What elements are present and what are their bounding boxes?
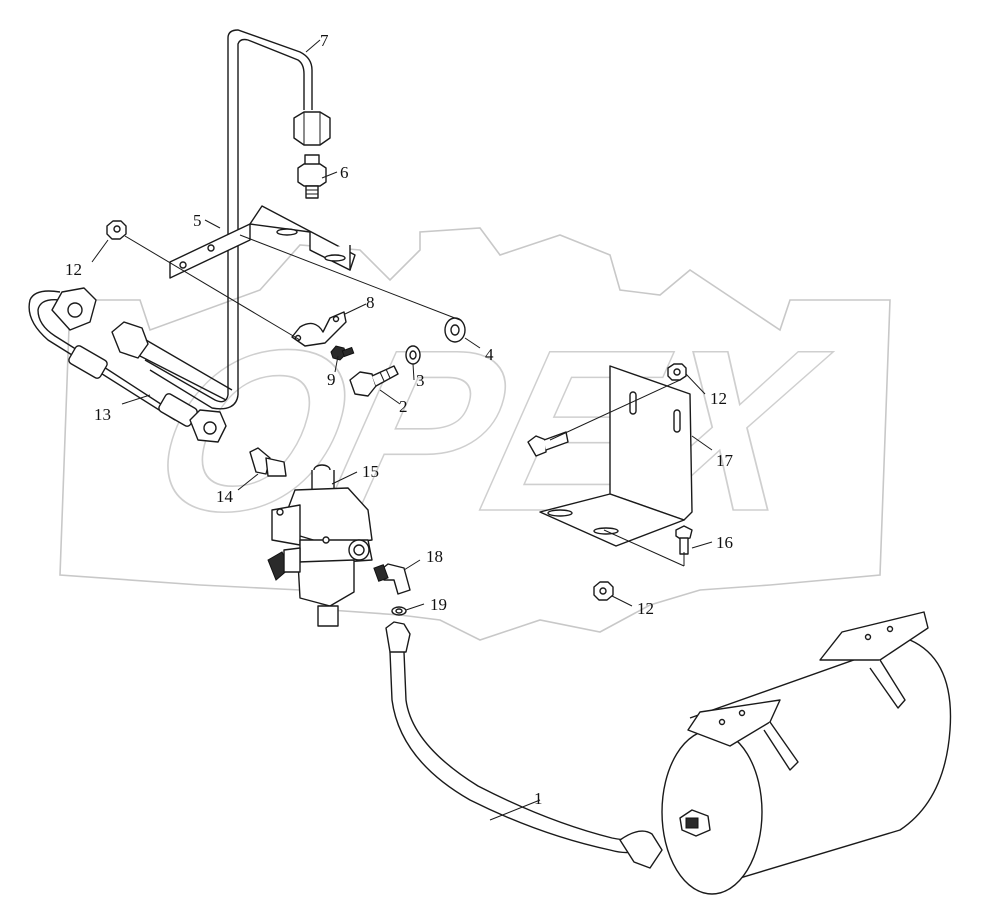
callout-9: 9 <box>327 370 336 389</box>
fitting-6 <box>293 111 331 199</box>
hose-1 <box>385 621 663 869</box>
callouts: 1 2 3 4 5 6 7 8 9 12 13 14 15 12 17 16 1… <box>65 31 734 808</box>
callout-12-b: 12 <box>710 389 727 408</box>
callout-1: 1 <box>534 789 543 808</box>
callout-19: 19 <box>430 595 447 614</box>
nipple-14 <box>249 447 287 477</box>
nut-12-a <box>106 220 127 240</box>
nut-12-b <box>667 363 687 381</box>
callout-2: 2 <box>399 397 408 416</box>
watermark: OPEX <box>59 227 891 641</box>
bolt-16 <box>675 525 693 555</box>
bolt-9 <box>330 345 355 361</box>
bracket-5 <box>169 205 356 279</box>
nut-12-c <box>593 581 614 601</box>
callout-16: 16 <box>716 533 733 552</box>
bracket-17 <box>539 365 693 547</box>
watermark-text: OPEX <box>131 303 846 559</box>
callout-18: 18 <box>426 547 443 566</box>
elbow-18 <box>373 563 411 595</box>
pipe-7 <box>144 29 313 410</box>
callout-14: 14 <box>216 487 234 506</box>
callout-12-a: 12 <box>65 260 82 279</box>
callout-13: 13 <box>94 405 111 424</box>
callout-15: 15 <box>362 462 379 481</box>
clamp-8 <box>291 311 347 347</box>
washer-3 <box>405 345 421 365</box>
bolt-17-side <box>527 431 569 457</box>
leader-lines <box>91 39 713 821</box>
callout-6: 6 <box>340 163 349 182</box>
callout-3: 3 <box>416 371 425 390</box>
callout-17: 17 <box>716 451 734 470</box>
washer-4 <box>444 317 466 343</box>
valve-15 <box>267 464 373 627</box>
callout-8: 8 <box>366 293 375 312</box>
hose-13 <box>28 287 233 443</box>
bolt-2 <box>349 365 399 397</box>
callout-4: 4 <box>485 345 494 364</box>
callout-7: 7 <box>320 31 329 50</box>
air-tank <box>661 611 952 895</box>
callout-12-c: 12 <box>637 599 654 618</box>
oring-19 <box>391 606 407 616</box>
callout-5: 5 <box>193 211 202 230</box>
